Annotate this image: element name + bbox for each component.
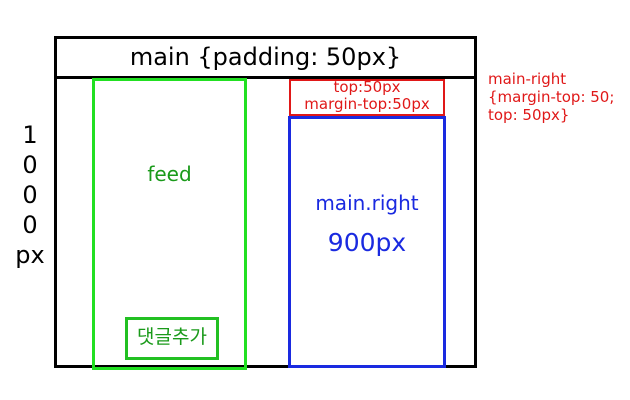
feed-box <box>92 78 247 370</box>
main-header-title: main {padding: 50px} <box>129 43 402 71</box>
note-line-1: main-right <box>488 70 567 88</box>
height-char: 1 <box>22 121 38 149</box>
height-char: px <box>15 241 45 269</box>
offset-top-label: top:50px <box>333 78 401 96</box>
height-char: 0 <box>22 211 38 239</box>
offset-margin-label: margin-top:50px <box>304 95 430 113</box>
height-char: 0 <box>22 181 38 209</box>
offset-box <box>289 79 445 116</box>
add-comment-button[interactable] <box>125 317 219 360</box>
feed-label: feed <box>147 162 192 186</box>
main-right-size: 900px <box>327 228 407 257</box>
note-line-2: {margin-top: 50; <box>488 88 615 106</box>
header-divider <box>54 76 477 79</box>
main-right-box <box>288 116 446 368</box>
main-right-label: main.right <box>315 191 419 215</box>
note-line-3: top: 50px} <box>488 106 570 124</box>
main-right-note: main-right {margin-top: 50; top: 50px} <box>488 70 628 124</box>
main-container <box>54 36 477 368</box>
height-label: 1 0 0 0 px <box>8 120 52 270</box>
height-char: 0 <box>22 151 38 179</box>
add-comment-label: 댓글추가 <box>137 326 207 348</box>
